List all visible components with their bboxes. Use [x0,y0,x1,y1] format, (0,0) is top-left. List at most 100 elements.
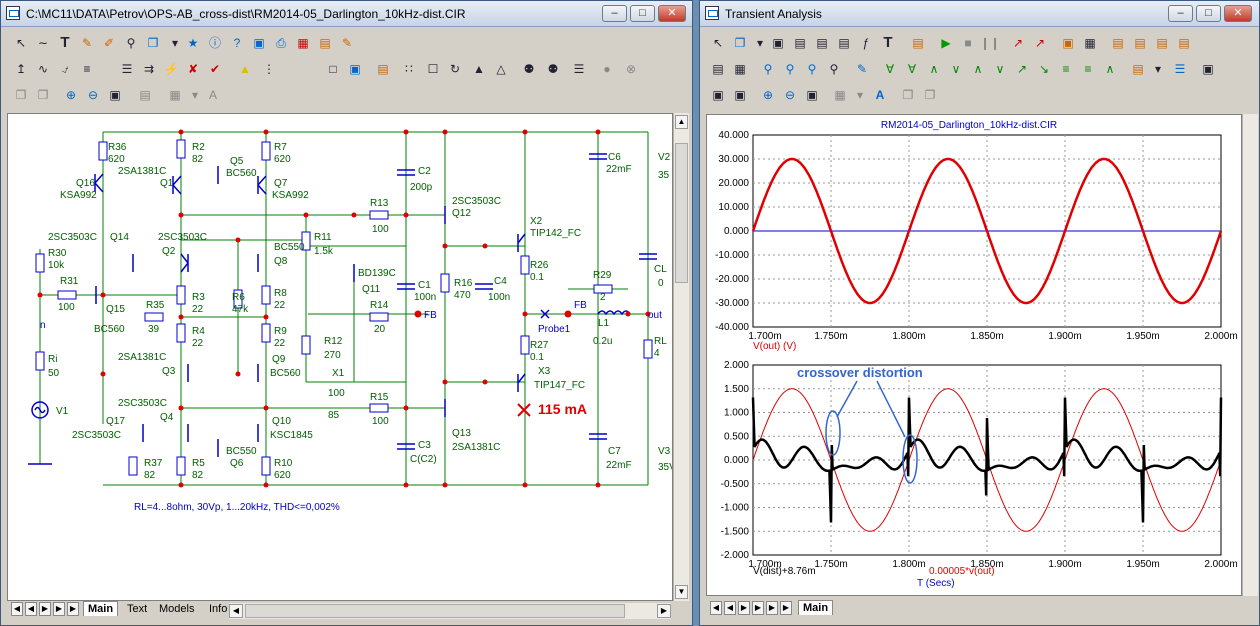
grid-icon[interactable]: ▦ [297,36,309,50]
trace2-icon[interactable]: ↗ [1034,36,1046,50]
copy-icon[interactable]: ❐ [147,36,159,50]
zoom-fit-icon[interactable]: ▣ [109,88,121,102]
cursor-d-icon[interactable]: ∨ [951,62,961,76]
group-icon[interactable]: ❐ [15,88,27,102]
analysis-next-button[interactable]: ▶ [738,601,750,615]
text-tool-icon[interactable]: T [60,34,70,51]
schematic-vertical-scrollbar[interactable]: ▲ ▼ [673,113,689,601]
tool-i-icon[interactable]: ✔ [209,62,221,76]
tool-a-icon[interactable]: ↥ [15,62,27,76]
schematic-titlebar[interactable]: C:\MC11\DATA\Petrov\OPS-AB_cross-dist\RM… [1,1,692,27]
last-page-button[interactable]: ▶ [53,602,65,616]
analysis-end2-button[interactable]: ▶ [780,601,792,615]
font-icon[interactable]: A [208,88,217,102]
analysis-dropdown-icon[interactable]: ▾ [756,36,764,50]
select-arrow-icon[interactable]: ↖ [15,36,27,50]
zoom-c-icon[interactable]: ⚲ [807,62,817,76]
cursor-b-icon[interactable]: ∀ [907,62,917,76]
tab-main[interactable]: Main [83,601,119,616]
props-icon[interactable]: ▤ [377,62,389,76]
pause-icon[interactable]: ❙❙ [980,36,1001,50]
page-icon[interactable]: □ [329,62,337,76]
analysis-group-icon[interactable]: ❐ [902,88,914,102]
zoom-d-icon[interactable]: ⚲ [829,62,839,76]
maximize-button[interactable]: □ [630,5,655,22]
cursor-j-icon[interactable]: ≡ [1084,62,1092,76]
plot-area[interactable]: RM2014-05_Darlington_10kHz-dist.CIR 40.0… [706,114,1242,596]
flip-icon[interactable]: ▲ [473,62,485,76]
tab-info[interactable]: Info [209,603,228,615]
fit-icon[interactable]: ▣ [712,88,724,102]
tag2-icon[interactable]: ▤ [816,36,828,50]
edit-icon[interactable]: ✎ [341,36,353,50]
wire-icon[interactable]: ∼ [37,36,49,50]
tool-g-icon[interactable]: ⚡ [163,62,179,76]
minimize-button[interactable]: – [602,5,627,22]
analysis-select-icon[interactable]: ↖ [712,36,724,50]
tab-text[interactable]: Text [127,603,148,615]
analysis-prev-button[interactable]: ◀ [724,601,736,615]
analysis-titlebar[interactable]: Transient Analysis – □ ✕ [700,1,1259,27]
grid-menu-icon[interactable]: ▦ [169,88,181,102]
tag-icon[interactable]: ▤ [794,36,806,50]
zoom-a-icon[interactable]: ⚲ [763,62,773,76]
clipboard-icon[interactable]: ▤ [1132,62,1144,76]
analysis-zoom-in-icon[interactable]: ⊕ [762,88,774,102]
pen-icon[interactable]: ✐ [103,36,115,50]
dots-icon[interactable]: ∷ [405,62,413,76]
analysis-maximize-button[interactable]: □ [1196,5,1221,22]
binoculars2-icon[interactable]: ⚉ [547,62,559,76]
analysis-zoom-out-icon[interactable]: ⊖ [784,88,796,102]
clipboard-dropdown-icon[interactable]: ▾ [1154,62,1162,76]
numeric-icon[interactable]: ▣ [1202,62,1214,76]
pencil-icon[interactable]: ✎ [81,36,93,50]
analysis-last-button[interactable]: ▶ [752,601,764,615]
chevron-down-icon[interactable]: ▾ [191,88,199,102]
analysis-tab-main[interactable]: Main [798,600,834,615]
cols3-icon[interactable]: ▤ [1156,36,1168,50]
next-page-button[interactable]: ▶ [39,602,51,616]
box2-icon[interactable]: ▦ [1084,36,1096,50]
dropdown-icon[interactable]: ▾ [171,36,179,50]
analysis-copy-icon[interactable]: ❐ [734,36,746,50]
cursor-h-icon[interactable]: ↘ [1038,62,1050,76]
run-icon[interactable]: ▶ [941,36,951,50]
help-icon[interactable]: ? [233,36,241,50]
analysis-end-button[interactable]: ▶ [766,601,778,615]
tool-b-icon[interactable]: ∿ [37,62,49,76]
zoom-in-icon[interactable]: ⊕ [65,88,77,102]
info-icon[interactable]: ⓘ [208,36,221,50]
formula-icon[interactable]: ƒ [862,36,870,50]
stop-icon[interactable]: ■ [964,36,972,50]
page-setup-icon[interactable]: ▤ [139,88,151,102]
schematic-canvas[interactable]: R36 620 R2 82 R7 620 Q5 BC560 2SA1381C Q… [7,113,676,601]
rotate-icon[interactable]: ↻ [449,62,461,76]
analysis-chevron-icon[interactable]: ▾ [856,88,864,102]
cursor-a-icon[interactable]: ∀ [885,62,895,76]
analysis-grid-icon[interactable]: ▦ [834,88,846,102]
tag3-icon[interactable]: ▤ [838,36,850,50]
properties-icon[interactable]: ▤ [912,36,924,50]
monitor-icon[interactable]: ▣ [253,36,265,50]
stop-icon[interactable]: ● [603,62,611,76]
cols-icon[interactable]: ▤ [1112,36,1124,50]
binoculars-icon[interactable]: ⚉ [523,62,535,76]
cursor-k-icon[interactable]: ∧ [1105,62,1115,76]
end-page-button[interactable]: ▶ [67,602,79,616]
window-grid-icon[interactable]: ▦ [734,62,746,76]
cancel-icon[interactable]: ⊗ [625,62,637,76]
zoom-b-icon[interactable]: ⚲ [785,62,795,76]
find-icon[interactable]: ⚲ [126,36,136,50]
schematic-horizontal-scrollbar[interactable]: ◀ ▶ [229,603,671,619]
analysis-font-icon[interactable]: A [875,88,885,102]
grid-dots-icon[interactable]: ⋮ [263,62,275,76]
window-split-icon[interactable]: ▤ [712,62,724,76]
analysis-ungroup-icon[interactable]: ❐ [924,88,936,102]
trace-icon[interactable]: ↗ [1012,36,1024,50]
list-icon[interactable]: ☰ [573,62,585,76]
tool-c-icon[interactable]: ⍻ [61,62,69,76]
tool-e-icon[interactable]: ☰ [121,62,133,76]
tab-models[interactable]: Models [159,603,195,615]
cursor-c-icon[interactable]: ∧ [929,62,939,76]
doc-icon[interactable]: ▤ [319,36,331,50]
